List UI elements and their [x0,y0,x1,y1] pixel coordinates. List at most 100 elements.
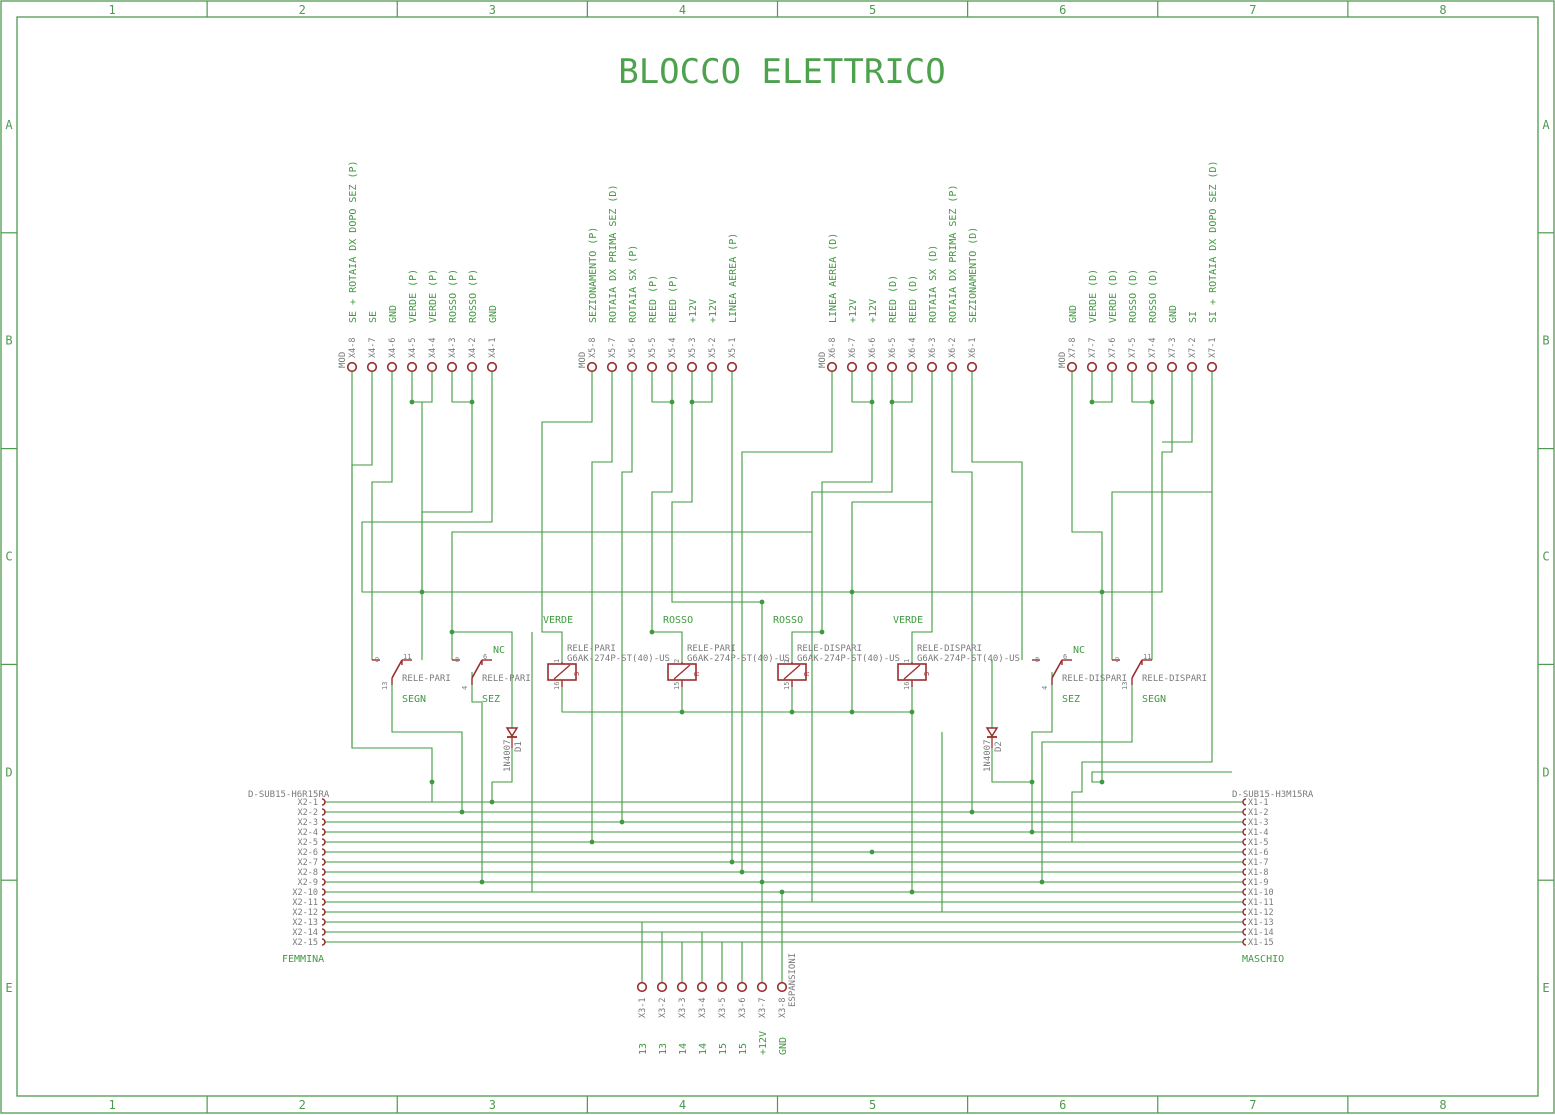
column-label: 2 [299,3,306,17]
dsub-right-pin [1242,888,1247,896]
column-label: 5 [869,3,876,17]
column-label: 5 [869,1098,876,1112]
connector-pin [906,361,918,373]
dsub-left-pin-label: X2-8 [298,868,318,878]
wire [421,402,473,660]
connector-pin-label: X5-5 [648,338,658,358]
connector-pin [426,361,438,373]
net-label: ROTAIA SX (P) [628,245,639,323]
expansion-net-label: 13 [658,1043,669,1055]
connector-pin [1166,361,1178,373]
wire [591,372,613,842]
connector-pin-label: X7-3 [1168,338,1178,358]
net-label: SEZIONAMENTO (D) [968,227,979,323]
diode-body [985,727,999,738]
contact-pin: 6 [1063,653,1067,661]
expansion-pin-label: X3-3 [678,998,688,1018]
net-label: ROSSO (P) [448,269,459,323]
dsub-left-pin-label: X2-9 [298,878,318,888]
connector-mod-label: MOD [818,352,828,368]
connector-pin [1186,361,1198,373]
wire [671,402,763,882]
contact-name: RELE-PARI [482,674,531,684]
contact-pin: 13 [1121,682,1129,690]
dsub-left-gender: FEMMINA [282,954,324,965]
wire-junction [1149,399,1155,405]
dsub-right-pin [1242,908,1247,916]
wire-junction [669,399,675,405]
coil-pin: 16 [553,682,561,690]
contact-pin: 8 [1035,656,1039,664]
wire [621,372,633,822]
dsub-right-pin-label: X1-11 [1248,898,1274,908]
column-label: 2 [299,1098,306,1112]
wire [891,372,913,403]
expansion-label: ESPANSIONI [788,953,798,1007]
connector-pin-label: X5-2 [708,338,718,358]
connector-pin [866,361,878,373]
dsub-right-pin [1242,838,1247,846]
connector-pin-label: X4-3 [448,338,458,358]
net-label: VERDE (D) [1108,269,1119,323]
coil-part-number: G6AK-274P-ST(40)-US [797,654,900,664]
connector-pin-label: X4-7 [368,338,378,358]
contact-nc-label: NC [493,645,505,656]
dsub-left-pin-label: X2-4 [298,828,318,838]
expansion-pin [696,981,708,993]
wire [651,402,683,662]
dsub-left-pin [321,828,326,836]
column-label: 6 [1059,1098,1066,1112]
wire [651,372,673,403]
wire [1091,771,1232,783]
connector-pin [686,361,698,373]
wire-junction [729,859,735,865]
connector-pin [706,361,718,373]
wire [911,502,933,662]
net-label: VERDE (P) [408,269,419,323]
dsub-right-pin [1242,818,1247,826]
coil-name: RELE-DISPARI [917,644,982,654]
net-label: REED (D) [888,275,899,323]
wire-junction [789,709,795,715]
connector-pin-label: X7-5 [1128,338,1138,358]
expansion-pin-label: X3-6 [738,998,748,1018]
net-label: VERDE (D) [1088,269,1099,323]
dsub-right-pin [1242,878,1247,886]
diode-part-number: 1N4007 [983,739,993,772]
net-label: +12V [708,299,719,323]
wire [371,372,393,660]
wire-junction [1039,879,1045,885]
column-label: 6 [1059,3,1066,17]
contact-pin: 13 [381,682,389,690]
dsub-left-part-number: D-SUB15-H6R15RA [248,790,330,800]
expansion-pin [716,981,728,993]
connector-pin [346,361,358,373]
wire-junction [1099,589,1105,595]
coil-name: RELE-DISPARI [797,644,862,654]
wire [791,402,873,662]
dsub-left-pin-label: X2-1 [298,798,318,808]
connector-pin [886,361,898,373]
connector-pin [966,361,978,373]
net-label: LINEA AEREA (P) [728,233,739,323]
wires [324,372,1243,985]
wire [1091,372,1113,403]
connector-pin-label: X5-8 [588,338,598,358]
net-label: ROTAIA DX PRIMA SEZ (P) [948,185,959,323]
wire [691,372,713,403]
net-label: GND [388,305,399,323]
net-label: SE [368,311,379,323]
expansion-pin [636,981,648,993]
row-label: E [5,981,12,995]
dsub-right-pin [1242,858,1247,866]
connector-pin [586,361,598,373]
connector-pin-label: X6-1 [968,338,978,358]
expansion-net-label: 14 [678,1043,689,1055]
contact-label: SEZ [1062,694,1080,705]
dsub-left-pin [321,868,326,876]
net-label: REED (P) [648,275,659,323]
